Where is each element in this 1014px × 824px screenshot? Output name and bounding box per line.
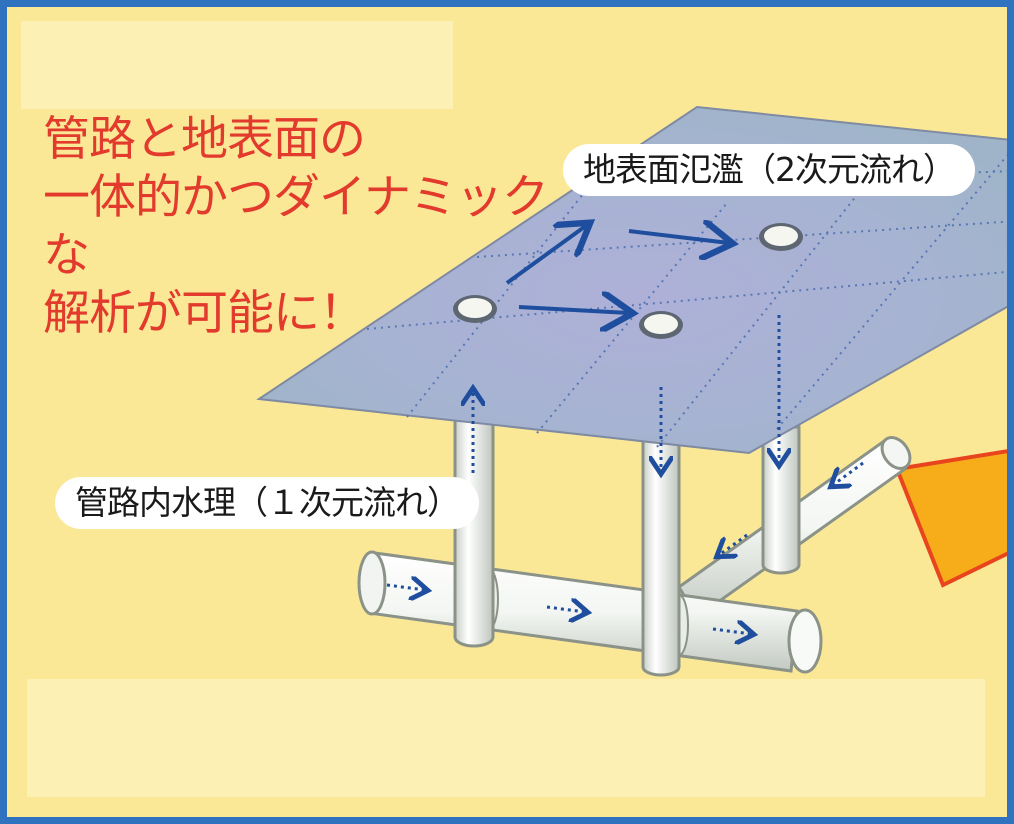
flow-arrow: [505, 225, 587, 285]
surface-flow-label: 地表面氾濫（2次元流れ）: [563, 144, 975, 196]
pipe-flow-label: 管路内水理（１次元流れ）: [55, 477, 479, 529]
flow-arrow: [518, 307, 629, 313]
headline: 管路と地表面の 一体的かつダイナミックな 解析が可能に！: [43, 112, 549, 341]
vertical-pipe: [761, 425, 801, 575]
highlight-band-top: [21, 21, 453, 109]
manhole-icon: [639, 311, 683, 339]
callout-pointer: [894, 449, 1007, 588]
vertical-pipe: [453, 405, 495, 648]
flow-arrow: [628, 231, 729, 243]
manhole-icon: [759, 223, 803, 251]
manhole-icon: [453, 295, 497, 323]
surface-flow-arrows: [505, 225, 729, 313]
vertical-pipe: [641, 429, 681, 677]
pipe-flow-arrow: [719, 533, 748, 555]
highlight-band-bottom: [27, 679, 985, 797]
